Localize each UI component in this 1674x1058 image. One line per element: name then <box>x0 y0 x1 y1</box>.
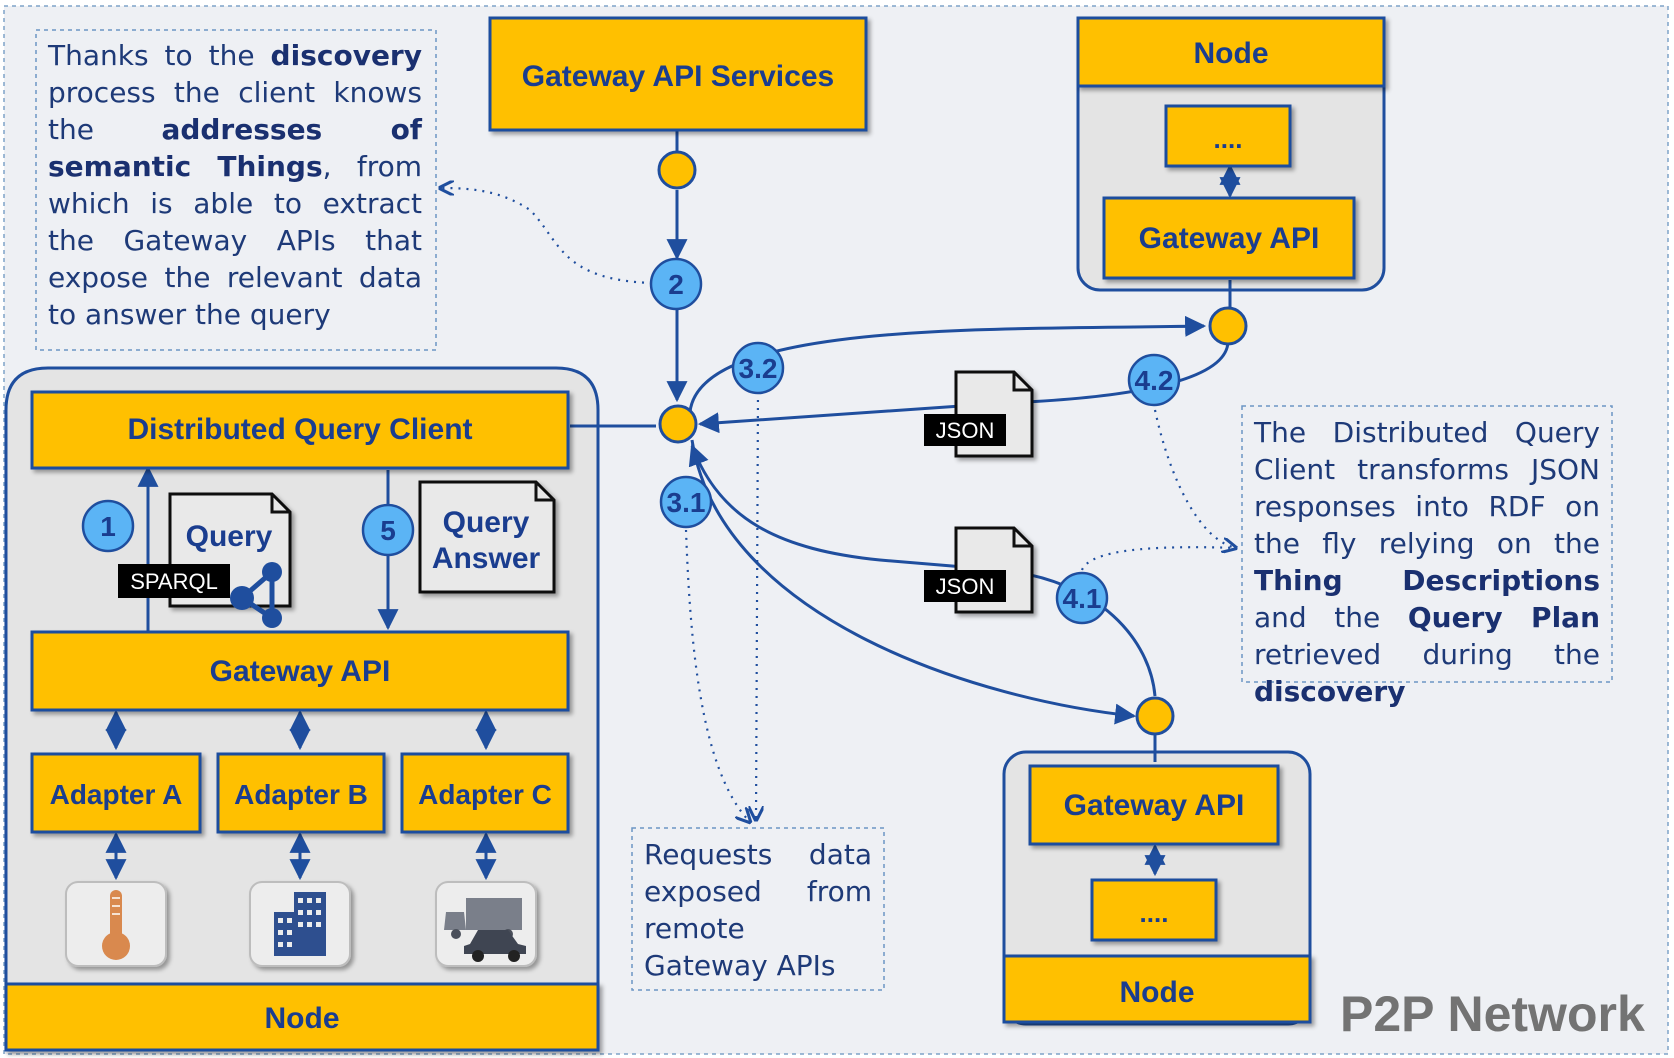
bottom-inner-box <box>1090 878 1218 942</box>
json-tag-top-label: JSON <box>936 418 995 443</box>
bottom-node-port-dot <box>1135 696 1175 736</box>
discovery-note: Thanks to the discovery process the clie… <box>48 39 422 331</box>
step-3-1-label: 3.1 <box>667 487 706 518</box>
query-document-label: Query <box>186 520 273 553</box>
adapter-c-box <box>400 752 570 834</box>
step-2-label: 2 <box>668 269 684 300</box>
top-node-gateway-label: Gateway API <box>1139 222 1320 255</box>
requests-note-frame <box>631 827 885 991</box>
services-port-dot <box>657 150 697 190</box>
client-port-dot <box>658 404 698 444</box>
request-3-1-pointer <box>684 529 750 822</box>
step-4-1-label: 4.1 <box>1063 583 1102 614</box>
json-tag-top <box>924 414 1006 446</box>
bottom-node-box <box>1002 954 1312 1024</box>
share-icon <box>230 562 282 628</box>
transform-note: The Distributed Query Client transforms … <box>1254 416 1601 708</box>
p2p-network-label: P2P Network <box>1340 986 1645 1042</box>
transform-pointer-4-2 <box>1153 409 1236 548</box>
local-gateway-box <box>30 630 570 712</box>
thermometer-icon <box>65 881 167 967</box>
json-tag-bottom <box>924 570 1006 602</box>
adapter-a-box <box>30 752 202 834</box>
adapter-b-label: Adapter B <box>234 779 368 810</box>
top-node-title-label: Node <box>1194 37 1269 70</box>
bottom-node-label: Node <box>1120 976 1195 1009</box>
step-badge-4-1 <box>1055 571 1109 625</box>
response-4-1-curve <box>688 444 1157 697</box>
buildings-icon <box>249 881 351 967</box>
adapter-b-box <box>216 752 386 834</box>
step-badge-3-2 <box>731 341 785 395</box>
local-node-box <box>4 982 600 1052</box>
top-node-inner-label: .... <box>1214 124 1243 154</box>
local-node-label: Node <box>265 1002 340 1035</box>
step-1-label: 1 <box>100 511 116 542</box>
top-node-gateway-box <box>1102 196 1356 280</box>
adapter-a-label: Adapter A <box>50 779 183 810</box>
dqc-label: Distributed Query Client <box>127 413 472 446</box>
vehicles-icon <box>435 881 537 967</box>
query-answer-line1: Query <box>443 506 530 539</box>
query-answer-document: Query Answer <box>418 480 556 594</box>
discovery-note-frame <box>35 29 437 351</box>
requests-note: Requests data exposed from remote Gatewa… <box>644 838 872 982</box>
json-tag-bottom-label: JSON <box>936 574 995 599</box>
step-badge-5 <box>361 503 415 557</box>
json-document-top: JSON <box>924 370 1034 458</box>
json-document-bottom: JSON <box>924 526 1034 614</box>
gateway-api-services-label: Gateway API Services <box>522 60 834 93</box>
query-document: Query SPARQL <box>118 492 292 628</box>
bottom-gateway-label: Gateway API <box>1064 789 1245 822</box>
step-badge-4-2 <box>1127 353 1181 407</box>
sparql-tag-label: SPARQL <box>130 569 218 594</box>
request-3-2-curve <box>688 315 1207 413</box>
step-badge-2 <box>649 257 703 311</box>
dqc-box <box>30 390 570 470</box>
bottom-gateway-box <box>1028 764 1280 846</box>
transform-note-frame <box>1241 405 1613 683</box>
step-4-2-label: 4.2 <box>1135 365 1174 396</box>
top-node-port-dot <box>1208 306 1248 346</box>
bottom-inner-label: .... <box>1140 898 1169 928</box>
adapter-c-label: Adapter C <box>418 779 552 810</box>
sparql-tag <box>118 564 230 598</box>
discovery-pointer <box>440 188 653 285</box>
transform-pointer-4-1 <box>1080 546 1237 571</box>
gateway-api-services-box <box>488 16 868 132</box>
step-badge-3-1 <box>659 475 713 529</box>
local-gateway-label: Gateway API <box>210 655 391 688</box>
top-node-inner-box <box>1164 104 1292 168</box>
step-badge-1 <box>81 499 135 553</box>
step-3-2-label: 3.2 <box>739 353 778 384</box>
query-answer-line2: Answer <box>432 542 541 575</box>
step-5-label: 5 <box>380 515 396 546</box>
request-3-1-curve <box>690 439 1137 725</box>
top-node-title-box <box>1076 16 1386 88</box>
